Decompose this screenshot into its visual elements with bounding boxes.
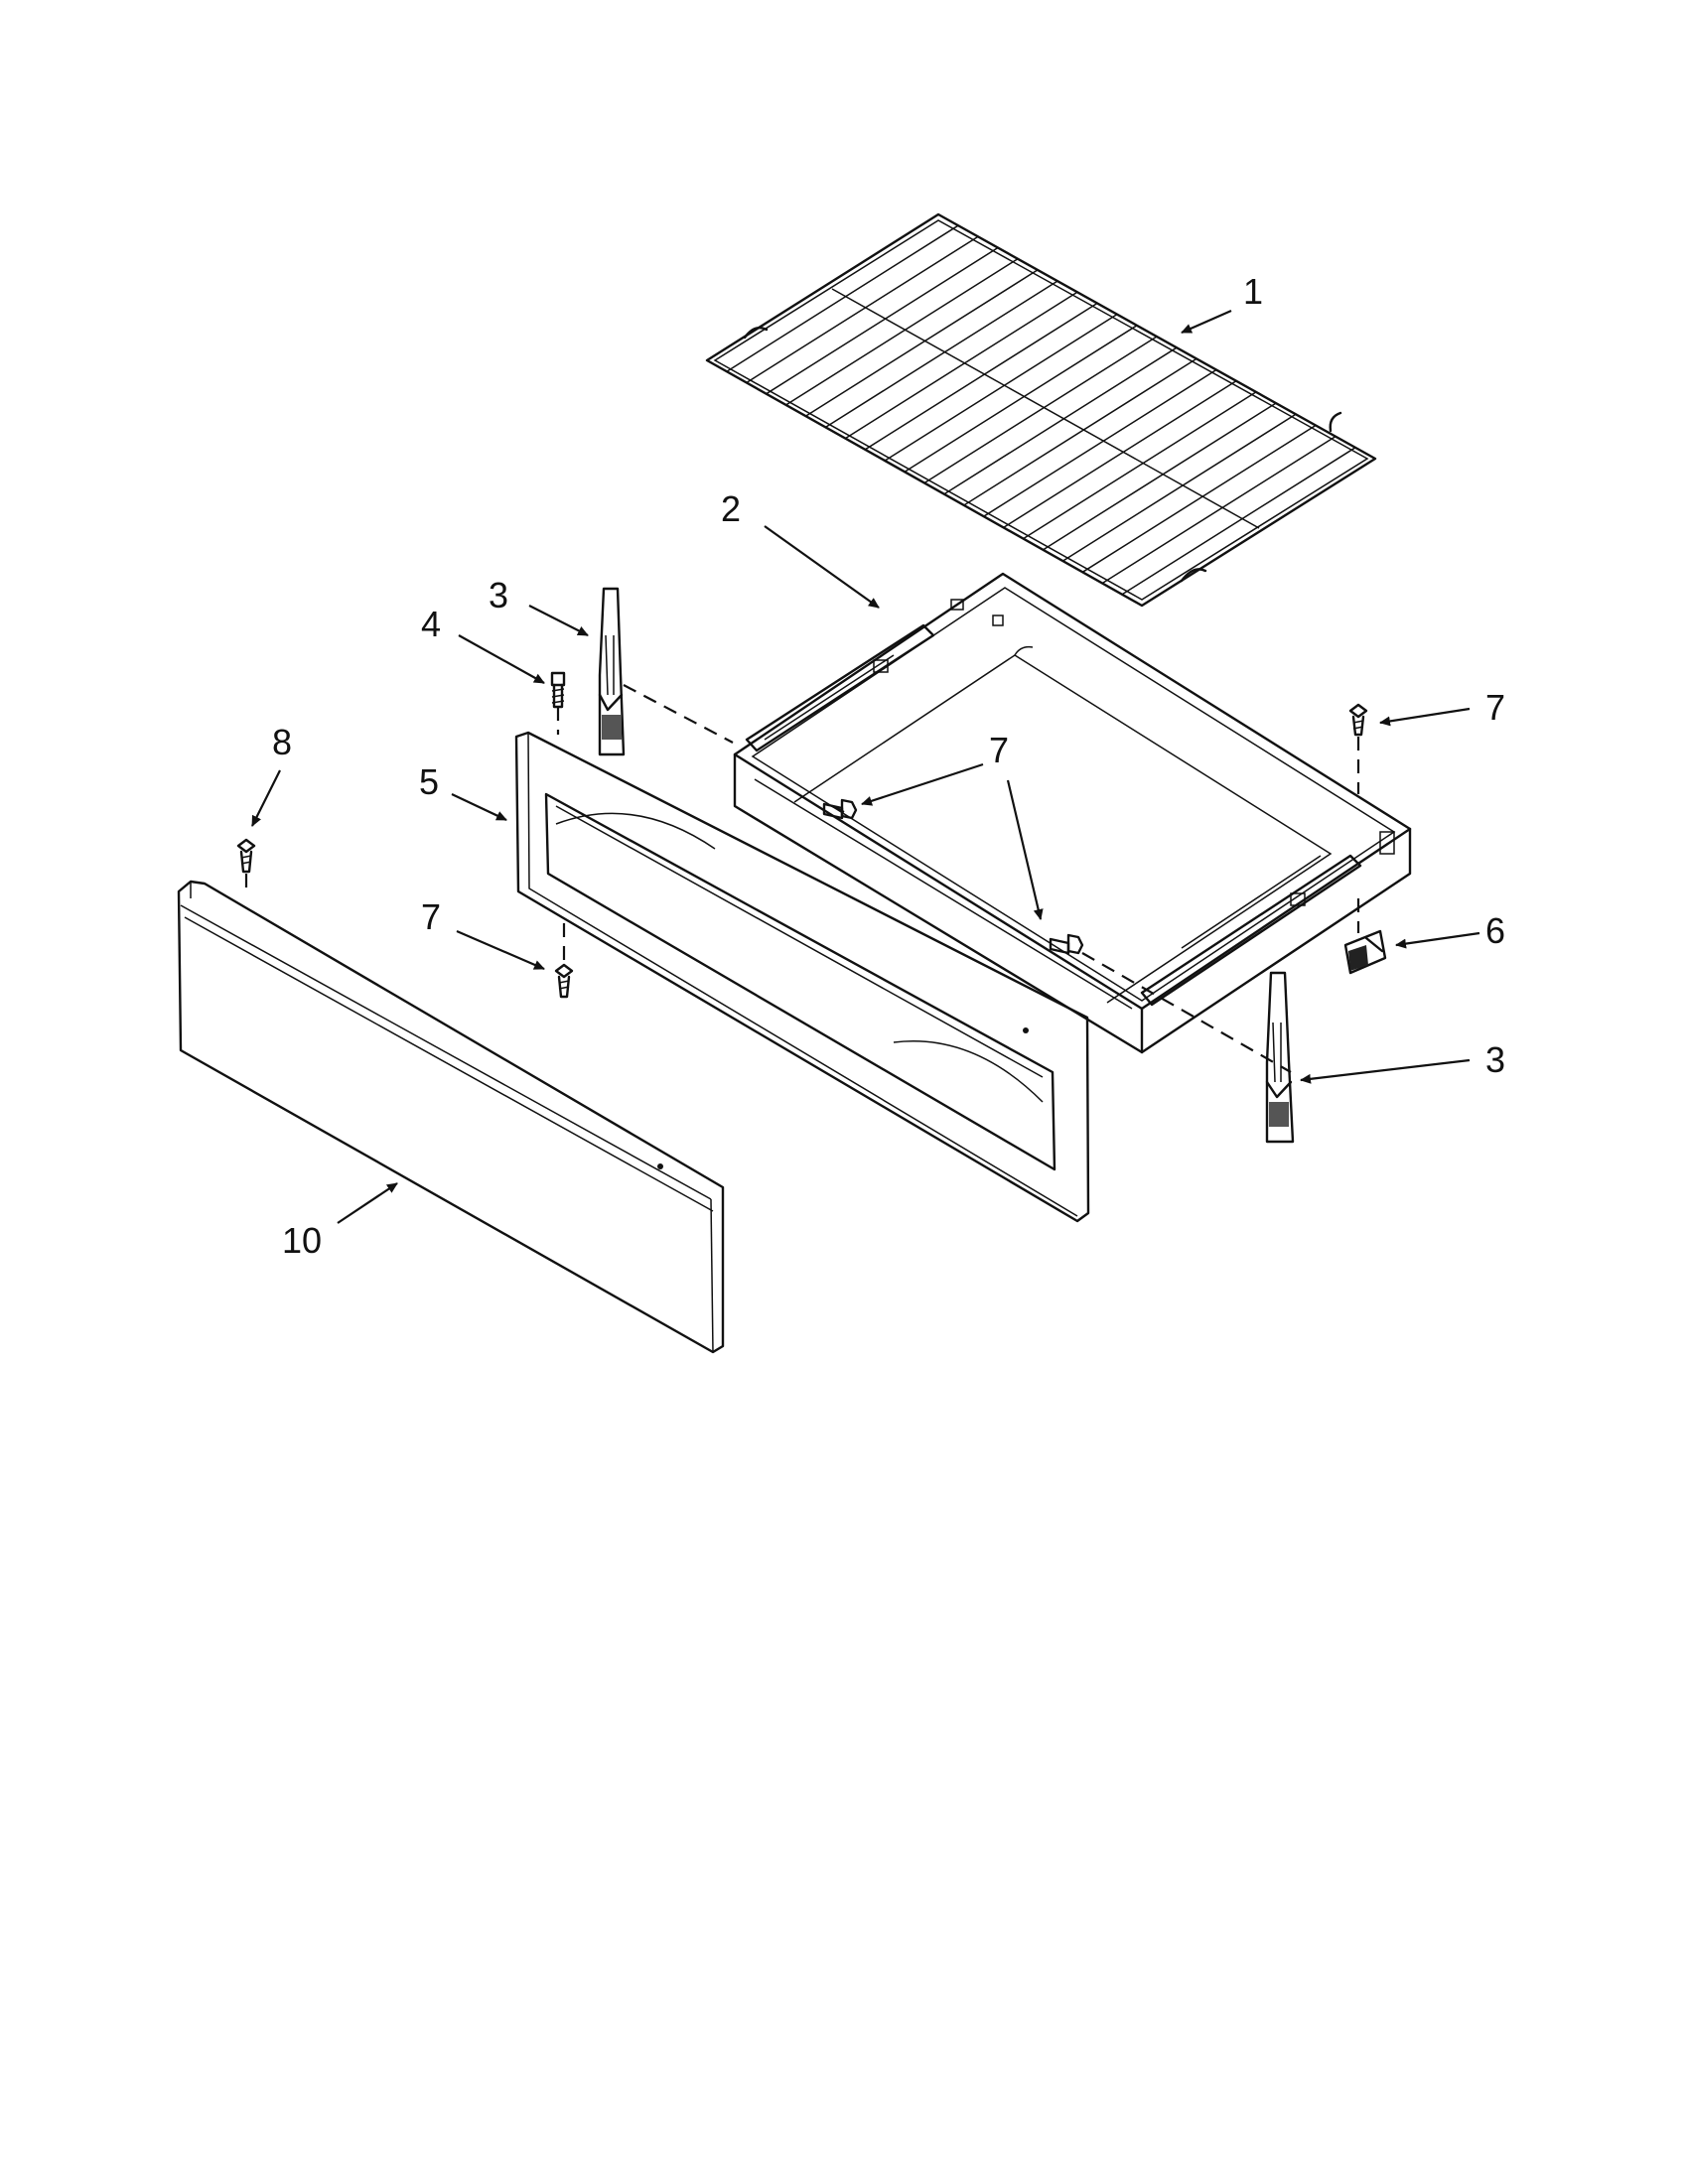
rack-wire (1101, 436, 1336, 585)
screw-part-7-panel (554, 963, 574, 999)
rack-wire (884, 314, 1118, 462)
callout-7-drawer: 7 (989, 730, 1009, 770)
callout-4: 4 (421, 604, 441, 644)
rack-wire (805, 269, 1039, 417)
callout-6: 6 (1485, 910, 1505, 951)
rack-wire (1061, 413, 1297, 562)
callout-labels: 1 2 3 4 8 5 7 7 6 7 3 10 (272, 271, 1505, 1261)
callout-3-left: 3 (489, 575, 508, 615)
rack-wire (864, 302, 1098, 451)
callout-7-right: 7 (1485, 687, 1505, 728)
rack-wire (1003, 380, 1237, 529)
rack-wire (785, 258, 1019, 406)
rack-wire (1043, 402, 1277, 551)
rack-wire (983, 368, 1217, 517)
drawer-body (733, 572, 1412, 1054)
screw-part-7-drawer-center (1049, 933, 1084, 955)
rack-wires (726, 224, 1356, 596)
rack-wire (726, 224, 959, 372)
rack-wire (943, 346, 1178, 495)
kick-panel (177, 880, 725, 1354)
slide-bracket-left (598, 587, 626, 756)
callout-2: 2 (721, 488, 741, 529)
drawer-front-panel (514, 731, 1090, 1223)
screw-part-7-drawer-left (822, 798, 858, 820)
rack-wire (904, 325, 1138, 473)
screw-part-8 (236, 838, 256, 874)
oven-rack (705, 212, 1377, 608)
rack-wire (923, 336, 1158, 484)
screw-part-4 (550, 671, 566, 709)
callout-8: 8 (272, 722, 292, 762)
callout-5: 5 (419, 761, 439, 802)
clip-part-6 (1343, 929, 1387, 975)
rack-wire (766, 246, 999, 395)
rack-wire (844, 291, 1078, 440)
leader-lines (251, 309, 1480, 1224)
slide-bracket-right (1265, 971, 1295, 1144)
rack-wire (1023, 391, 1257, 540)
rack-wire (1081, 424, 1317, 573)
callout-7-panel: 7 (421, 896, 441, 937)
rack-wire (963, 357, 1197, 506)
assembly-guides (244, 684, 1360, 1073)
callout-3-right: 3 (1485, 1039, 1505, 1080)
callout-10: 10 (282, 1220, 322, 1261)
rack-wire (825, 280, 1058, 428)
rack-wire (746, 235, 979, 384)
screw-part-7-right (1348, 703, 1368, 737)
rack-wire (1121, 447, 1356, 596)
callout-1: 1 (1243, 271, 1263, 312)
